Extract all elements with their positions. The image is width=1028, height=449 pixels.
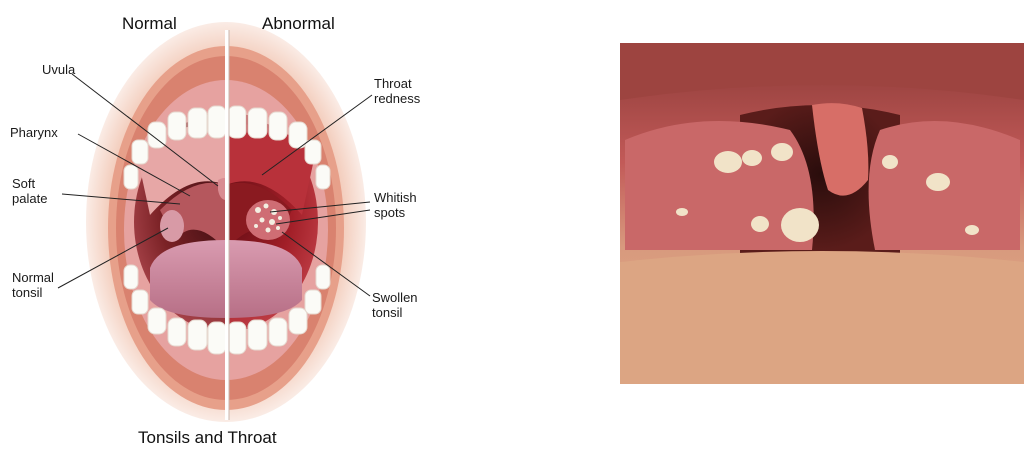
label-soft-palate: Soft palate — [12, 176, 47, 206]
label-throat-redness-line2: redness — [374, 91, 420, 106]
heading-normal: Normal — [122, 14, 177, 34]
label-normal-tonsil-line2: tonsil — [12, 285, 54, 300]
heading-abnormal: Abnormal — [262, 14, 335, 34]
label-soft-palate-line1: Soft — [12, 176, 47, 191]
diagram-caption: Tonsils and Throat — [138, 428, 277, 448]
label-whitish-spots-line1: Whitish — [374, 190, 417, 205]
label-whitish-spots-line2: spots — [374, 205, 417, 220]
normal-tonsil — [160, 210, 184, 242]
label-throat-redness: Throat redness — [374, 76, 420, 106]
label-swollen-tonsil-line2: tonsil — [372, 305, 418, 320]
label-normal-tonsil: Normal tonsil — [12, 270, 54, 300]
photo-tongue — [620, 251, 1024, 384]
label-throat-redness-line1: Throat — [374, 76, 420, 91]
label-swollen-tonsil: Swollen tonsil — [372, 290, 418, 320]
label-uvula-text: Uvula — [42, 62, 75, 77]
label-swollen-tonsil-line1: Swollen — [372, 290, 418, 305]
label-soft-palate-line2: palate — [12, 191, 47, 206]
label-whitish-spots: Whitish spots — [374, 190, 417, 220]
label-uvula: Uvula — [42, 62, 75, 77]
label-normal-tonsil-line1: Normal — [12, 270, 54, 285]
label-pharynx: Pharynx — [10, 125, 58, 140]
throat-photo — [620, 43, 1024, 384]
label-pharynx-text: Pharynx — [10, 125, 58, 140]
